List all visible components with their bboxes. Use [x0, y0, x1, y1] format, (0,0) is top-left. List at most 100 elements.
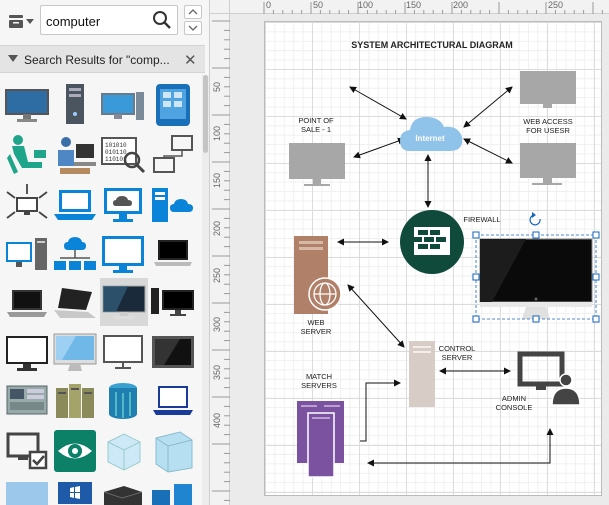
ruler-left-label: 350	[212, 364, 222, 380]
shape-laptop-blue[interactable]	[52, 182, 98, 228]
shape-monitor-with-tower-black[interactable]	[150, 280, 196, 326]
control-server-node[interactable]: CONTROL SERVER	[409, 341, 475, 407]
connector-match-admin[interactable]	[367, 428, 554, 467]
match-servers-node[interactable]: MATCH SERVERS	[297, 372, 344, 478]
shape-computer-network-hub[interactable]	[4, 182, 50, 228]
connector-webserver-control[interactable]	[347, 284, 405, 348]
close-icon[interactable]: ✕	[184, 52, 197, 69]
shape-white-monitor[interactable]	[4, 330, 50, 376]
ruler-top-label: 0	[266, 0, 272, 10]
pos-label-line2: SALE - 1	[301, 125, 331, 134]
shape-person-at-desk[interactable]	[4, 132, 50, 178]
web-access-monitor-bottom	[520, 143, 576, 178]
chevron-down-icon	[188, 25, 198, 31]
connector-match-control[interactable]	[360, 379, 401, 442]
connector-pos-internet[interactable]	[353, 137, 405, 159]
diagram-canvas[interactable]: SYSTEM ARCHITECTURAL DIAGRAM POINT OF SA…	[264, 21, 602, 496]
shape-imac[interactable]	[52, 330, 98, 376]
shape-mainframe-blue[interactable]	[100, 378, 146, 424]
search-navigation	[184, 5, 202, 35]
shape-tablet[interactable]	[150, 82, 196, 128]
connector-internet-webaccess[interactable]	[463, 138, 513, 164]
web-server-node[interactable]: WEB SERVER	[294, 236, 342, 336]
results-scrollbar-thumb[interactable]	[203, 75, 208, 153]
chevron-up-icon	[188, 9, 198, 15]
shape-networked-computers[interactable]	[150, 132, 196, 178]
shape-monitor-check[interactable]	[4, 428, 50, 474]
ruler-top-label: 50	[313, 0, 324, 10]
shape-laptop-open[interactable]	[4, 280, 50, 326]
match-servers-label-line2: SERVERS	[301, 381, 337, 390]
firewall-label: FIREWALL	[463, 215, 500, 224]
shape-monitor-flat[interactable]	[4, 82, 50, 128]
shape-outline-monitor[interactable]	[100, 330, 146, 376]
diagram-title[interactable]: SYSTEM ARCHITECTURAL DIAGRAM	[351, 40, 513, 50]
resize-handles[interactable]	[472, 231, 600, 323]
shape-laptop-navy[interactable]	[150, 378, 196, 424]
ruler-left-label: 400	[212, 412, 222, 428]
shape-desktop-with-tower[interactable]	[4, 232, 50, 278]
web-access-node[interactable]: WEB ACCESS FOR USESR	[520, 71, 576, 185]
search-results-header[interactable]: Search Results for "comp... ✕	[0, 45, 205, 73]
shape-server-rack-dark[interactable]	[100, 478, 146, 505]
shape-blue-panel[interactable]	[4, 478, 50, 505]
shape-industrial-computer[interactable]	[4, 378, 50, 424]
connector-internet-webaccess-top[interactable]	[463, 86, 513, 128]
shape-user-workstation[interactable]	[52, 132, 98, 178]
selected-monitor-shape[interactable]	[472, 212, 600, 323]
shape-mainframe-olive[interactable]	[52, 378, 98, 424]
previous-result-button[interactable]	[184, 5, 202, 19]
shape-windows-laptop[interactable]	[52, 478, 98, 505]
svg-text:110101: 110101	[105, 156, 127, 163]
collapse-caret-icon[interactable]	[8, 55, 18, 62]
web-access-monitor-top	[520, 71, 576, 104]
web-server-label-line1: WEB	[307, 318, 324, 327]
cloud-icon	[400, 117, 463, 151]
shape-cloud-monitor[interactable]	[100, 182, 146, 228]
firewall-node[interactable]: FIREWALL	[400, 210, 501, 274]
ruler-left-label: 300	[212, 316, 222, 332]
shape-desktop-computer[interactable]	[100, 82, 146, 128]
search-bar	[0, 0, 209, 42]
search-input[interactable]	[46, 12, 146, 30]
shape-tower-cloud[interactable]	[150, 182, 196, 228]
connectors	[337, 86, 554, 467]
ruler-top-label: 250	[548, 0, 564, 10]
shape-glass-cube[interactable]	[100, 428, 146, 474]
ruler-ticks	[212, 2, 603, 501]
admin-console-label-line2: CONSOLE	[496, 403, 533, 412]
next-result-button[interactable]	[184, 21, 202, 35]
ruler-top-label: 100	[358, 0, 374, 10]
connector-title-internet[interactable]	[349, 86, 407, 120]
shape-black-laptop[interactable]	[150, 232, 196, 278]
shape-pc-tower[interactable]	[52, 82, 98, 128]
admin-console-node[interactable]: ADMIN CONSOLE	[496, 351, 581, 412]
shape-widescreen-monitor[interactable]	[100, 232, 146, 278]
horizontal-ruler	[230, 0, 609, 14]
match-servers-label-line1: MATCH	[306, 372, 332, 381]
pos-label-line1: POINT OF	[298, 116, 334, 125]
shape-cloud-network[interactable]	[52, 232, 98, 278]
control-server-label-line2: SERVER	[442, 353, 473, 362]
rotate-handle-icon[interactable]	[529, 212, 541, 226]
control-server-label-line1: CONTROL	[439, 344, 476, 353]
shape-blue-blocks[interactable]	[150, 478, 196, 505]
internet-cloud-node[interactable]: Internet	[400, 117, 463, 151]
admin-console-label-line1: ADMIN	[502, 394, 526, 403]
point-of-sale-node[interactable]: POINT OF SALE - 1	[289, 116, 345, 186]
vertical-ruler	[210, 14, 230, 505]
library-menu-button[interactable]	[8, 10, 38, 32]
shape-library-panel: Search Results for "comp... ✕ 1010100101…	[0, 0, 210, 505]
ruler-left-label: 50	[212, 81, 222, 92]
shape-lcd-monitor-selected[interactable]	[100, 278, 148, 326]
search-icon[interactable]	[152, 10, 172, 30]
svg-text:101010: 101010	[105, 142, 127, 149]
shape-laptop-angled[interactable]	[52, 280, 98, 326]
results-title: Search Results for "comp...	[24, 53, 170, 67]
shape-dark-monitor[interactable]	[150, 330, 196, 376]
shape-eye-monitor[interactable]	[52, 428, 98, 474]
shape-glass-server[interactable]	[150, 428, 196, 474]
results-scrollbar[interactable]	[202, 75, 209, 505]
ruler-corner	[210, 0, 230, 14]
